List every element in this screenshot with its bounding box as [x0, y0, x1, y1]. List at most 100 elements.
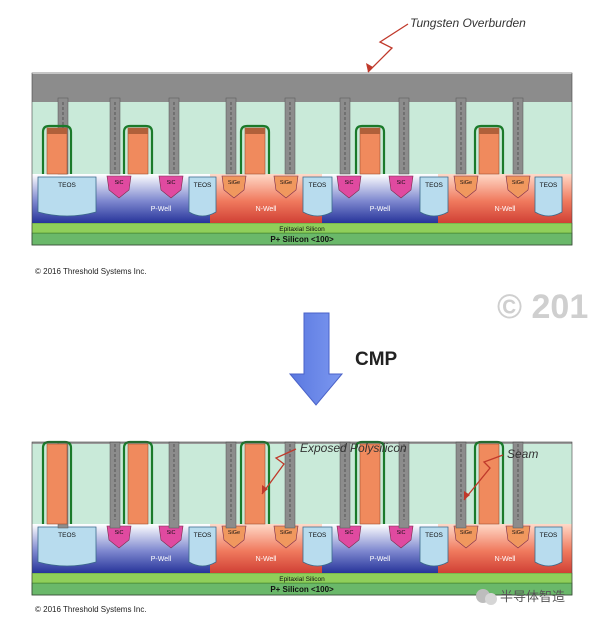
exposed-polysilicon-pointer	[261, 448, 297, 495]
exposed-polysilicon-label: Exposed Polysilicon	[300, 441, 407, 455]
contact-plug	[339, 97, 351, 175]
well-label: N-Well	[256, 556, 277, 563]
epitaxial-label: Epitaxial Silicon	[279, 226, 325, 233]
cmp-down-arrow	[288, 312, 344, 406]
source-drain-label: SiC	[115, 180, 124, 186]
source-drain-label: SiGe	[280, 180, 292, 186]
teos-block	[302, 526, 333, 567]
source-drain-label: SiC	[345, 180, 354, 186]
source-drain-region	[106, 525, 132, 549]
source-drain-label: SiGe	[228, 180, 240, 186]
gate-stack	[478, 127, 500, 175]
teos-label: TEOS	[194, 182, 212, 189]
source-drain-label: SiGe	[280, 530, 292, 536]
gate-liner	[239, 124, 271, 174]
gate-stack	[244, 127, 266, 175]
source-drain-label: SiC	[167, 530, 176, 536]
teos-label: TEOS	[58, 532, 76, 539]
source-drain-label: SiC	[397, 530, 406, 536]
gate-liner	[473, 124, 505, 174]
source-drain-label: SiGe	[512, 180, 524, 186]
source-drain-region	[453, 525, 479, 549]
teos-label: TEOS	[194, 532, 212, 539]
teos-block	[419, 176, 449, 217]
well-label: N-Well	[495, 206, 516, 213]
gate-cap	[47, 128, 67, 134]
source-drain-label: SiGe	[228, 530, 240, 536]
source-drain-region	[505, 525, 531, 549]
watermark-text: © 201	[497, 288, 588, 326]
source-drain-label: SiC	[115, 530, 124, 536]
source-drain-region	[336, 175, 362, 199]
contact-plug	[398, 97, 410, 175]
source-drain-label: SiC	[167, 180, 176, 186]
gate-stack	[46, 127, 68, 175]
tungsten-overburden-pointer	[367, 23, 409, 73]
source-drain-region	[336, 525, 362, 549]
substrate-label: P+ Silicon <100>	[270, 235, 334, 244]
contact-plug	[109, 97, 121, 175]
section-frame	[31, 72, 573, 246]
source-drain-region	[221, 175, 247, 199]
copyright-bottom: © 2016 Threshold Systems Inc.	[35, 605, 147, 614]
teos-label: TEOS	[540, 532, 558, 539]
source-drain-region	[158, 175, 184, 199]
wechat-account-name: 半导体智造	[500, 589, 565, 604]
exposed-polysilicon-pointer-head	[262, 485, 268, 494]
tungsten-overburden-label: Tungsten Overburden	[410, 16, 526, 30]
teos-block	[419, 526, 449, 567]
source-drain-region	[505, 175, 531, 199]
teos-block	[37, 526, 97, 567]
gate-stack	[244, 443, 266, 525]
substrate-label: P+ Silicon <100>	[270, 585, 334, 594]
contact-plug	[455, 97, 467, 175]
gate-cap	[479, 128, 499, 134]
teos-block	[534, 176, 563, 217]
teos-block	[302, 176, 333, 217]
source-drain-region	[221, 525, 247, 549]
gate-stack	[46, 443, 68, 525]
tungsten-pointer-head	[366, 63, 373, 72]
well-label: N-Well	[256, 206, 277, 213]
teos-label: TEOS	[309, 182, 327, 189]
gate-stack	[127, 443, 149, 525]
gate-cap	[360, 128, 380, 134]
source-drain-label: SiC	[397, 180, 406, 186]
source-drain-label: SiGe	[512, 530, 524, 536]
gate-cap	[128, 128, 148, 134]
cmp-label: CMP	[355, 349, 398, 370]
well-label: P-Well	[370, 556, 391, 563]
seam-pointer	[463, 454, 504, 501]
well-label: P-Well	[151, 206, 172, 213]
gate-stack	[359, 443, 381, 525]
teos-block	[188, 176, 217, 217]
well-label: P-Well	[151, 556, 172, 563]
gate-liner	[41, 124, 73, 174]
teos-label: TEOS	[58, 182, 76, 189]
teos-label: TEOS	[425, 182, 443, 189]
gate-liner	[354, 124, 386, 174]
well-label: P-Well	[370, 206, 391, 213]
teos-block	[534, 526, 563, 567]
contact-plug	[168, 97, 180, 175]
seam-label: Seam	[507, 447, 538, 461]
seam-pointer-head	[464, 491, 470, 500]
source-drain-region	[453, 175, 479, 199]
source-drain-region	[273, 175, 299, 199]
gate-cap	[245, 128, 265, 134]
source-drain-label: SiC	[345, 530, 354, 536]
gate-liner	[122, 124, 154, 174]
gate-stack	[127, 127, 149, 175]
cross-section-before-cmp: P+ Silicon <100> Epitaxial Silicon P-Well N…	[31, 72, 576, 246]
gate-stack	[478, 443, 500, 525]
teos-block	[37, 176, 97, 217]
gate-stack	[359, 127, 381, 175]
teos-label: TEOS	[540, 182, 558, 189]
teos-label: TEOS	[425, 532, 443, 539]
source-drain-label: SiGe	[460, 180, 472, 186]
source-drain-region	[388, 175, 414, 199]
source-drain-region	[106, 175, 132, 199]
tungsten-overburden	[32, 74, 576, 102]
wechat-logo-icon	[476, 589, 497, 605]
